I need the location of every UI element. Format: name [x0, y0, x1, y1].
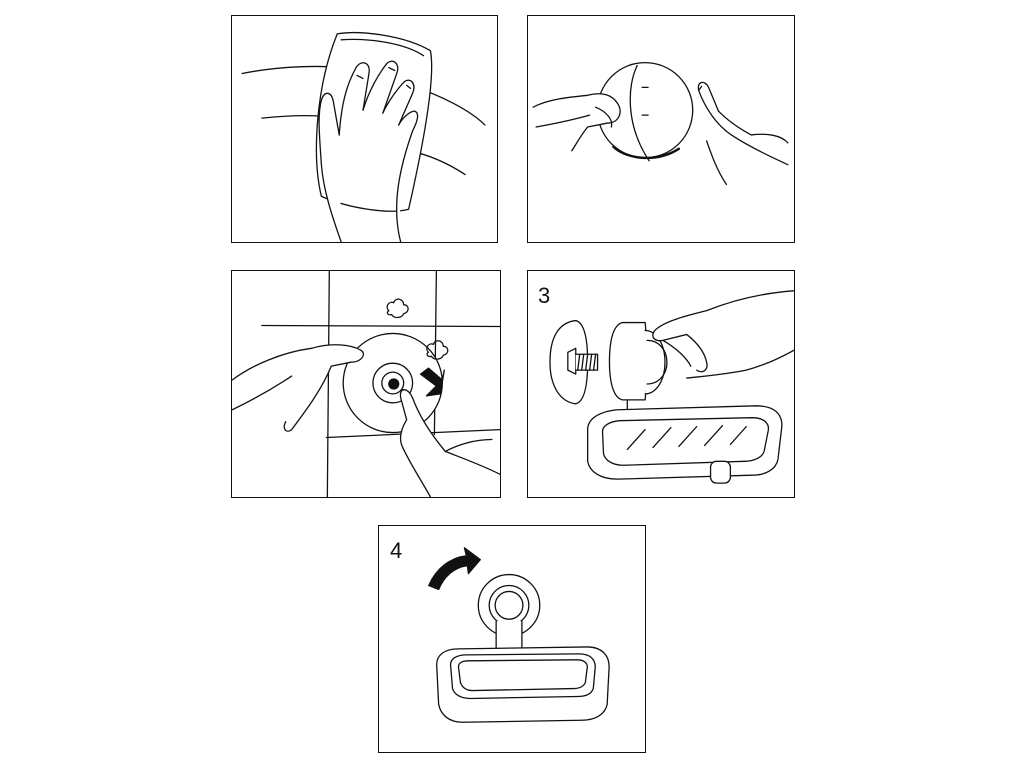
cloth-icon: [316, 33, 431, 212]
soap-dish-inner: [451, 654, 596, 699]
disc-slot: [642, 87, 648, 115]
illustration-press-disc: [232, 271, 500, 497]
hand-icon: [653, 291, 794, 372]
screw-icon: [389, 379, 399, 389]
soap-dish-icon: [588, 406, 782, 479]
tile-joint: [327, 271, 329, 497]
arrow-icon: [429, 548, 481, 590]
air-puff-icon: [387, 299, 408, 317]
soap-dish-inner: [603, 418, 769, 466]
holder-base: [609, 323, 646, 400]
step-panel-4: 4: [378, 525, 646, 753]
soap-dish-ridge: [627, 426, 746, 450]
hand-icon: [319, 93, 341, 242]
cloth-fold: [341, 39, 423, 55]
step-number: 4: [390, 538, 403, 563]
step-panel-clean-wall: [231, 15, 498, 243]
illustration-attach-holder: [528, 271, 794, 497]
tile-joint: [262, 326, 500, 327]
step-number: 3: [538, 283, 551, 308]
illustration-finished-holder: [379, 526, 645, 752]
arrow-icon: [421, 368, 445, 396]
step-panel-peel-film: [527, 15, 795, 243]
hand-icon: [232, 345, 363, 431]
film-edge: [630, 66, 649, 161]
hand-icon: [698, 82, 788, 164]
illustration-peel-film: [528, 16, 794, 242]
fingernail: [357, 68, 411, 89]
air-puff-icon: [427, 341, 448, 359]
soap-dish-floor: [458, 660, 587, 691]
soap-dish-tab: [711, 461, 731, 483]
hand-icon: [400, 390, 499, 475]
disc-edge: [613, 147, 678, 158]
step-panel-3: 3: [527, 270, 795, 498]
illustration-clean-wall: [232, 16, 497, 242]
hand-icon: [533, 94, 620, 151]
step-panel-press-disc: [231, 270, 501, 498]
